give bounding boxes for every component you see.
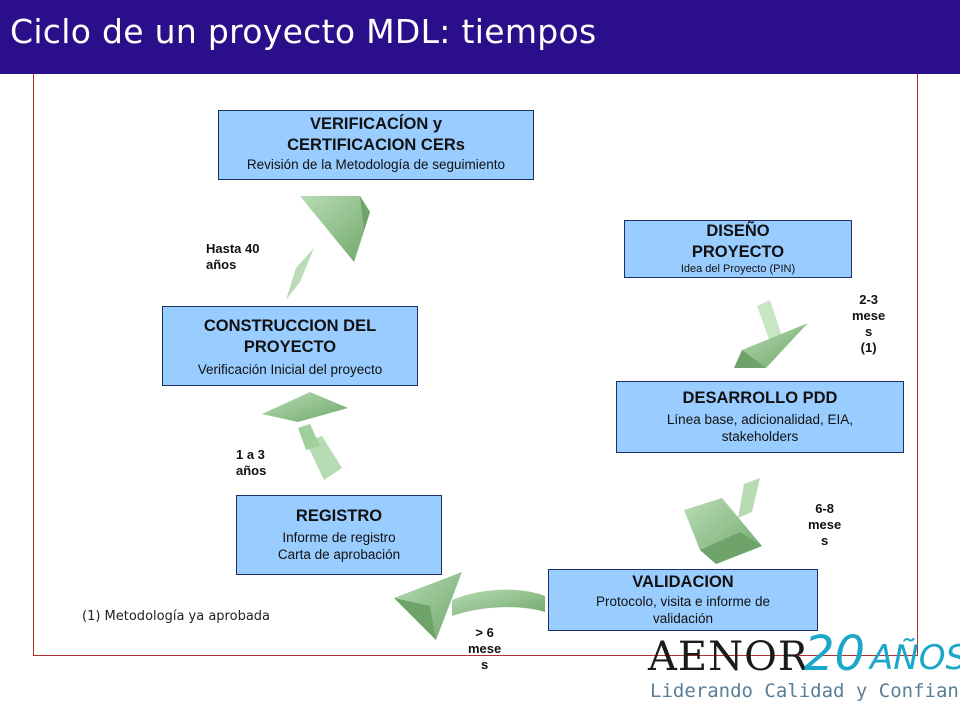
box-diseno-title: DISEÑO PROYECTO (691, 222, 785, 261)
box-desarrollo: DESARROLLO PDD Línea base, adicionalidad… (616, 381, 904, 453)
box-registro: REGISTRO Informe de registro Carta de ap… (236, 495, 442, 575)
box-verificacion: VERIFICACÍON y CERTIFICACION CERs Revisi… (218, 110, 534, 180)
box-validacion-subtitle: Protocolo, visita e informe de validació… (595, 594, 771, 626)
box-diseno: DISEÑO PROYECTO Idea del Proyecto (PIN) (624, 220, 852, 278)
logo-tagline: Liderando Calidad y Confianza (650, 680, 960, 702)
content-frame (33, 74, 918, 656)
duration-1-3-anos: 1 a 3 años (236, 447, 267, 478)
box-verificacion-title: VERIFICACÍON y CERTIFICACION CERs (287, 115, 465, 154)
arrow-registro-construccion (262, 392, 348, 480)
box-construccion-subtitle: Verificación Inicial del proyecto (197, 362, 383, 377)
footnote: (1) Metodología ya aprobada (82, 609, 271, 624)
aenor-logo: AENOR 20 AÑOS Liderando Calidad y Confia… (648, 626, 960, 720)
arrow-desarrollo-validacion (684, 478, 762, 564)
duration-hasta-40: Hasta 40 años (206, 241, 260, 272)
box-construccion: CONSTRUCCION DEL PROYECTO Verificación I… (162, 306, 418, 386)
logo-number: 20 (804, 626, 866, 682)
box-desarrollo-subtitle: Línea base, adicionalidad, EIA, stakehol… (666, 412, 854, 444)
box-diseno-subtitle: Idea del Proyecto (PIN) (680, 263, 796, 275)
arrow-construccion-verificacion (286, 196, 370, 300)
page-title: Ciclo de un proyecto MDL: tiempos (10, 12, 597, 51)
arrow-diseno-desarrollo (734, 300, 808, 368)
duration-mas-6-meses: > 6 mese s (468, 625, 502, 672)
logo-years: AÑOS (870, 638, 960, 678)
duration-2-3-meses: 2-3 mese s (1) (852, 292, 886, 355)
header-bar: Ciclo de un proyecto MDL: tiempos (0, 0, 960, 74)
box-construccion-title: CONSTRUCCION DEL PROYECTO (203, 317, 377, 356)
duration-6-8-meses: 6-8 mese s (808, 501, 842, 548)
box-desarrollo-title: DESARROLLO PDD (682, 389, 838, 407)
logo-name: AENOR (648, 634, 809, 680)
box-validacion-title: VALIDACION (632, 573, 734, 591)
arrow-validacion-registro (394, 572, 545, 640)
box-registro-title: REGISTRO (295, 507, 383, 525)
box-verificacion-subtitle: Revisión de la Metodología de seguimient… (246, 157, 506, 172)
box-validacion: VALIDACION Protocolo, visita e informe d… (548, 569, 818, 631)
box-registro-subtitle: Informe de registro Carta de aprobación (277, 530, 401, 562)
